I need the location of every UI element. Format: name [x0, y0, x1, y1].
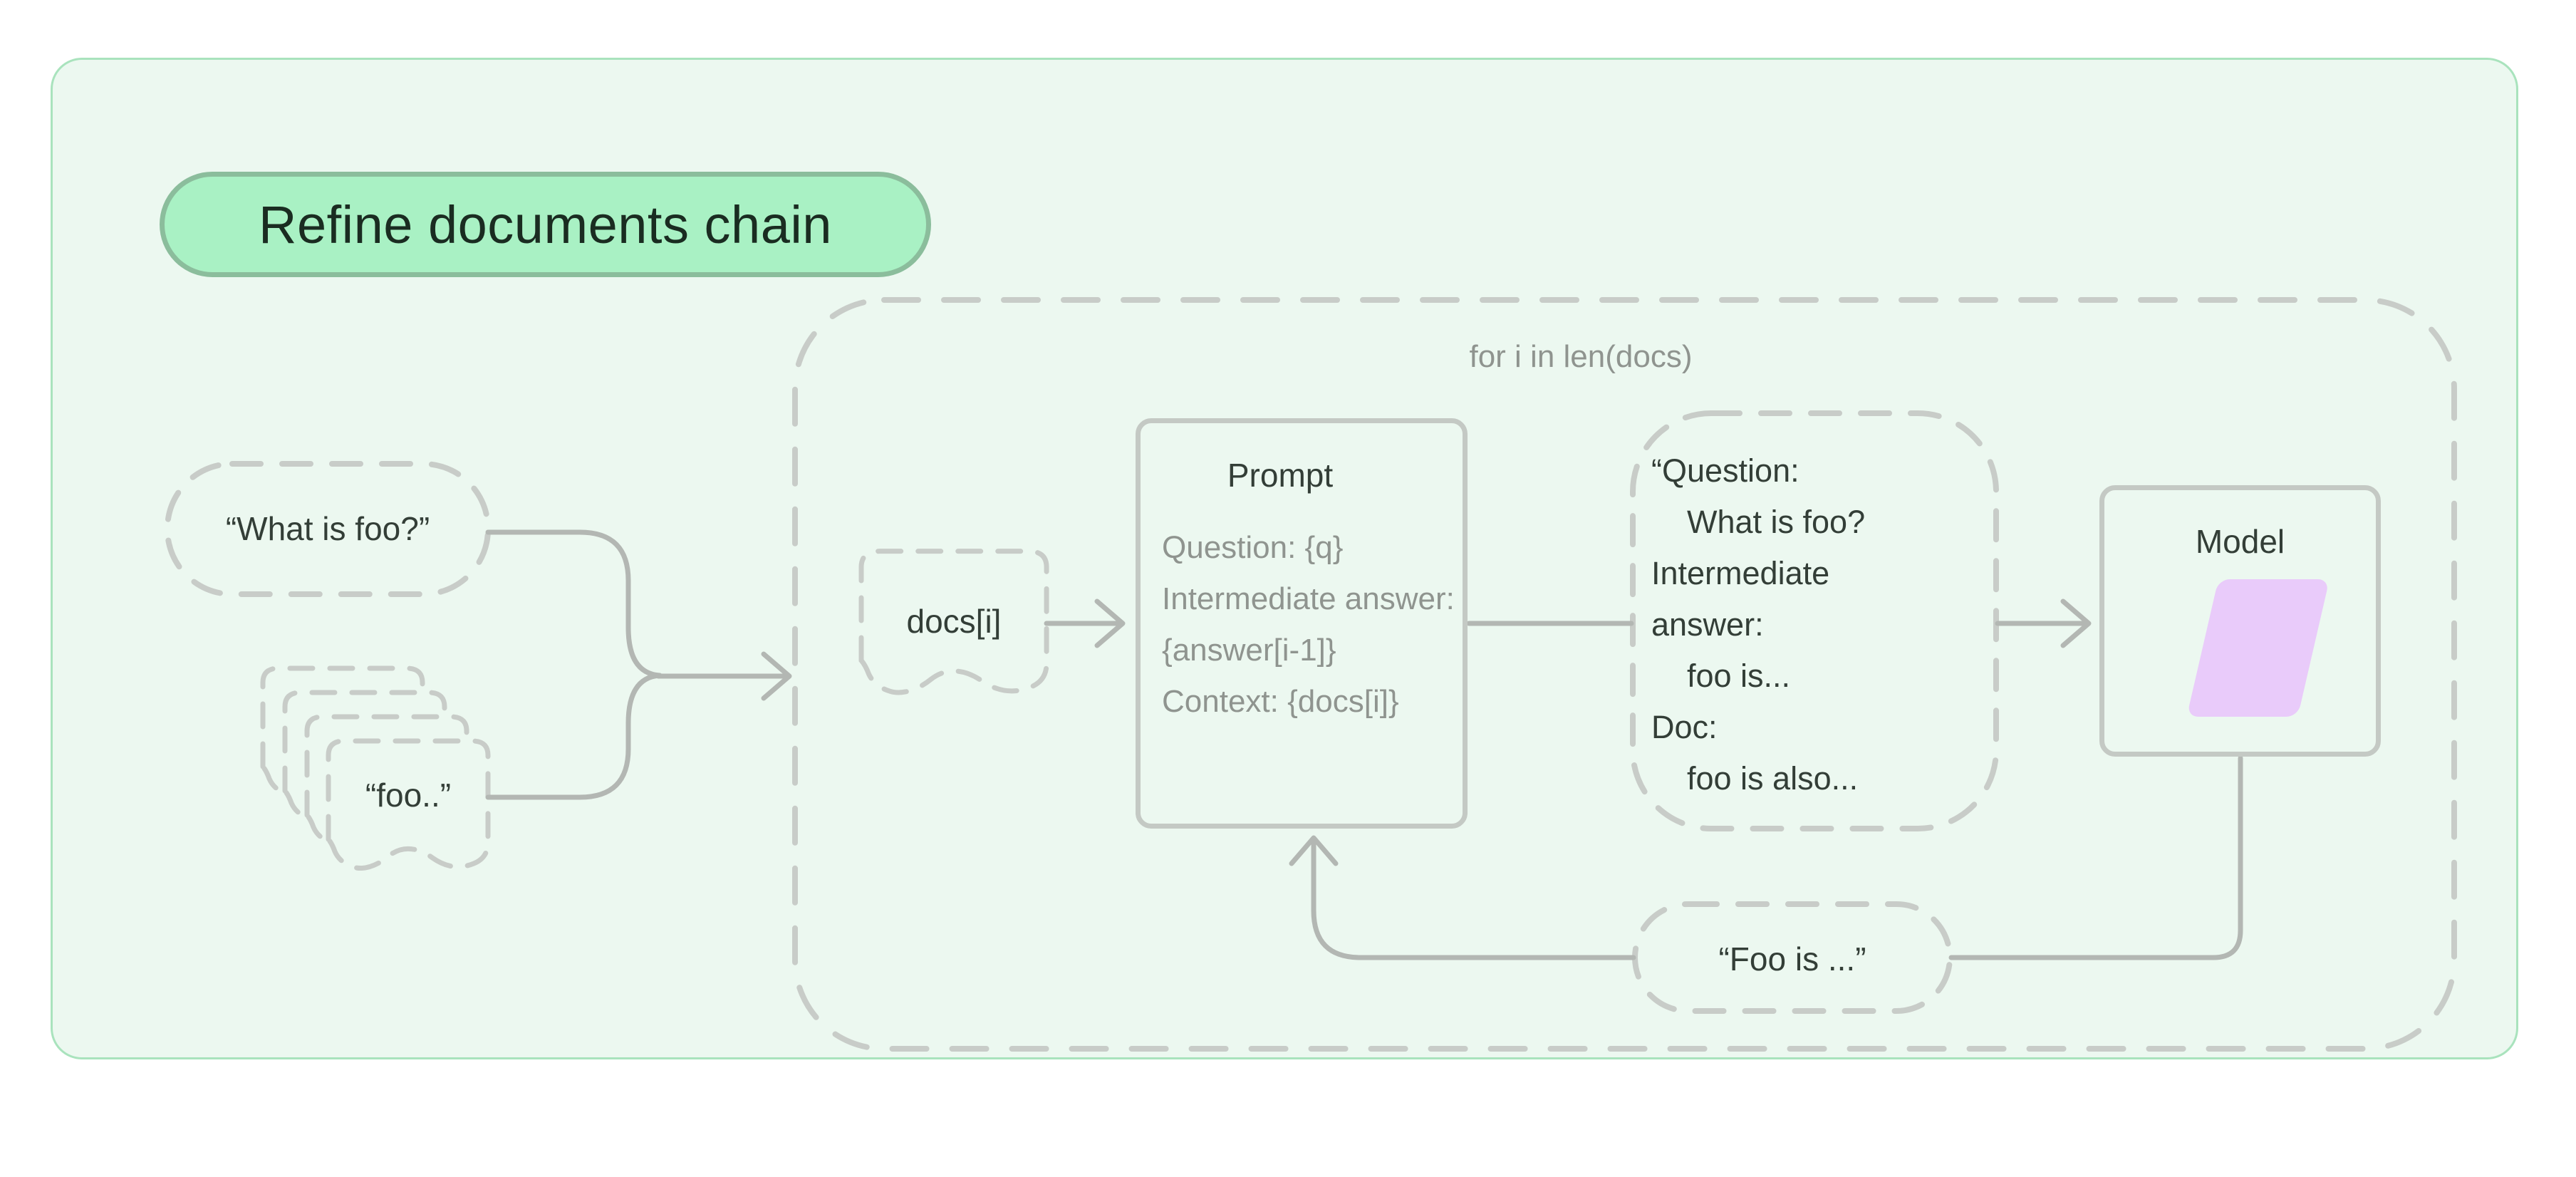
diagram-shapes-canvas: [165, 297, 2457, 1052]
chain-title-badge: Refine documents chain: [160, 172, 931, 277]
prompt-line: {answer[i-1]}: [1162, 633, 1336, 668]
docs-stack-shapes: [260, 665, 491, 871]
model-title: Model: [2195, 523, 2285, 560]
connector-answer-to-prompt: [1311, 839, 1636, 960]
diagram-panel: Refine documents chain: [51, 58, 2518, 1059]
prompt-template-text: Question: {q} Intermediate answer: {answ…: [1162, 522, 1455, 727]
prompt-box: Prompt Question: {q} Intermediate answer…: [1136, 418, 1468, 829]
rendered-prompt-line: Intermediate: [1651, 555, 1830, 591]
connector-question-to-merge: [485, 529, 663, 678]
question-input-node: “What is foo?”: [225, 510, 430, 547]
doc-item-node: docs[i]: [906, 603, 1002, 640]
prompt-line: Context: {docs[i]}: [1162, 684, 1399, 719]
rendered-prompt-line: Doc:: [1651, 709, 1718, 745]
rendered-prompt-line: “Question:: [1651, 452, 1799, 489]
loop-container-border: [792, 297, 2457, 1052]
rendered-prompt-line: foo is...: [1687, 658, 1791, 694]
diagram-root: Refine documents chain: [51, 58, 2518, 1059]
connector-docs-to-merge: [485, 673, 663, 800]
model-output-shape-icon: [2188, 579, 2327, 717]
doc-shape-icon: [326, 738, 491, 871]
prompt-line: Question: {q}: [1162, 530, 1344, 565]
connector-lines: [485, 529, 2243, 960]
rendered-prompt-line: answer:: [1651, 606, 1764, 643]
arrowhead-into-prompt-icon: [1094, 598, 1126, 648]
prompt-line: Intermediate answer:: [1162, 581, 1455, 616]
model-box: Model: [2099, 485, 2381, 757]
rendered-prompt-node: “Question: What is foo? Intermediate ans…: [1651, 445, 1986, 804]
connector-model-to-answer: [1948, 755, 2243, 960]
prompt-title: Prompt: [1227, 457, 1334, 494]
chain-title: Refine documents chain: [259, 195, 832, 254]
rendered-prompt-line: foo is also...: [1687, 760, 1859, 797]
rendered-prompt-line: What is foo?: [1687, 504, 1866, 540]
arrowhead-into-model-icon: [2060, 598, 2092, 648]
docs-input-node: “foo..”: [365, 777, 452, 814]
rendered-prompt-border: [1630, 410, 1999, 831]
answer-node: “Foo is ...”: [1718, 940, 1866, 978]
arrowhead-into-loop-icon: [761, 651, 792, 701]
arrowhead-up-into-prompt-icon: [1289, 835, 1339, 866]
loop-label: for i in len(docs): [1469, 339, 1693, 374]
